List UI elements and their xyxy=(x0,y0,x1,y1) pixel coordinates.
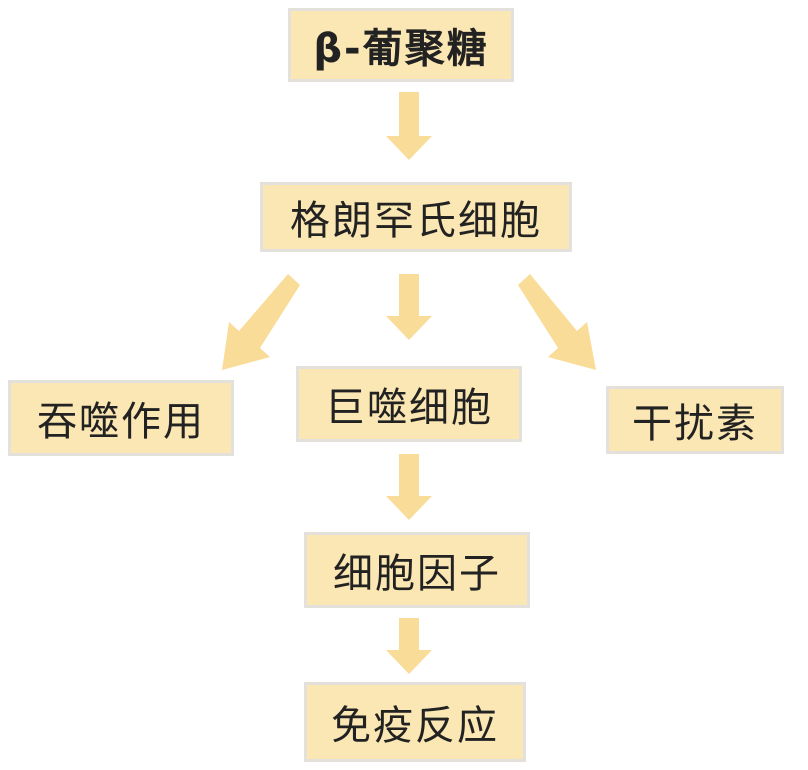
arrow-langerhans-to-phagocytosis xyxy=(222,274,300,370)
node-macrophage: 巨噬细胞 xyxy=(296,366,522,442)
node-phagocytosis: 吞噬作用 xyxy=(8,380,234,456)
arrow-macrophage-to-cytokine xyxy=(386,454,432,520)
node-langerhans-cell: 格朗罕氏细胞 xyxy=(260,182,572,252)
arrow-glucan-to-langerhans xyxy=(386,92,432,160)
node-beta-glucan: β-葡聚糖 xyxy=(288,8,514,82)
arrow-cytokine-to-immune xyxy=(386,618,432,674)
node-interferon: 干扰素 xyxy=(606,386,784,454)
node-immune-response: 免疫反应 xyxy=(304,682,526,762)
node-cytokine: 细胞因子 xyxy=(304,532,530,608)
arrow-langerhans-to-interferon xyxy=(518,274,596,370)
arrow-langerhans-to-macrophage xyxy=(386,274,432,340)
